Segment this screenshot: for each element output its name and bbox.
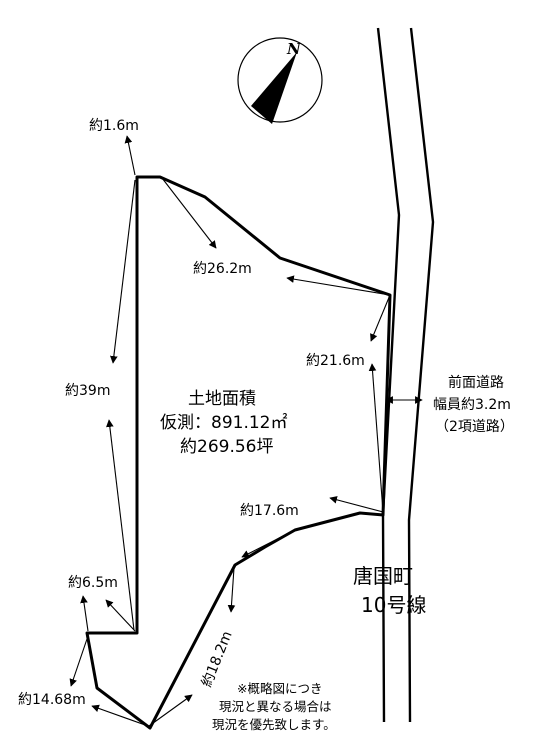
road-name-line2: 10号線 xyxy=(361,593,426,617)
north-compass-icon: N xyxy=(237,37,323,124)
disclaimer-line2: 現況と異なる場合は xyxy=(219,699,332,714)
road-name-line1: 唐国町 xyxy=(353,564,413,588)
dim-label-39m: 約39m xyxy=(65,383,110,399)
front-road-width: 幅員約3.2m xyxy=(433,397,511,413)
dimension-arrows xyxy=(69,135,423,727)
dim-label-17-6m: 約17.6m xyxy=(240,503,299,519)
dim-label-14-68m: 約14.68m xyxy=(18,692,86,708)
front-road xyxy=(376,27,435,723)
road-edge-west xyxy=(376,27,401,723)
dim-label-18-2m: 約18.2m xyxy=(199,629,236,690)
front-road-type: （2項道路） xyxy=(435,419,514,435)
land-area-tsubo: 約269.56坪 xyxy=(180,437,273,457)
land-area-measured: 仮測：891.12㎡ xyxy=(160,413,287,433)
dim-label-21-6m: 約21.6m xyxy=(306,353,365,369)
compass-north-letter: N xyxy=(286,40,302,58)
dim-label-26-2m: 約26.2m xyxy=(193,261,252,277)
road-edge-east xyxy=(407,27,435,723)
land-area-title: 土地面積 xyxy=(188,389,256,409)
front-road-title: 前面道路 xyxy=(448,374,504,391)
dim-label-6-5m: 約6.5m xyxy=(68,575,118,591)
dim-label-1-6m: 約1.6m xyxy=(89,118,139,134)
disclaimer-line3: 現況を優先致します。 xyxy=(212,717,336,732)
disclaimer-line1: ※概略図につき xyxy=(237,681,322,696)
